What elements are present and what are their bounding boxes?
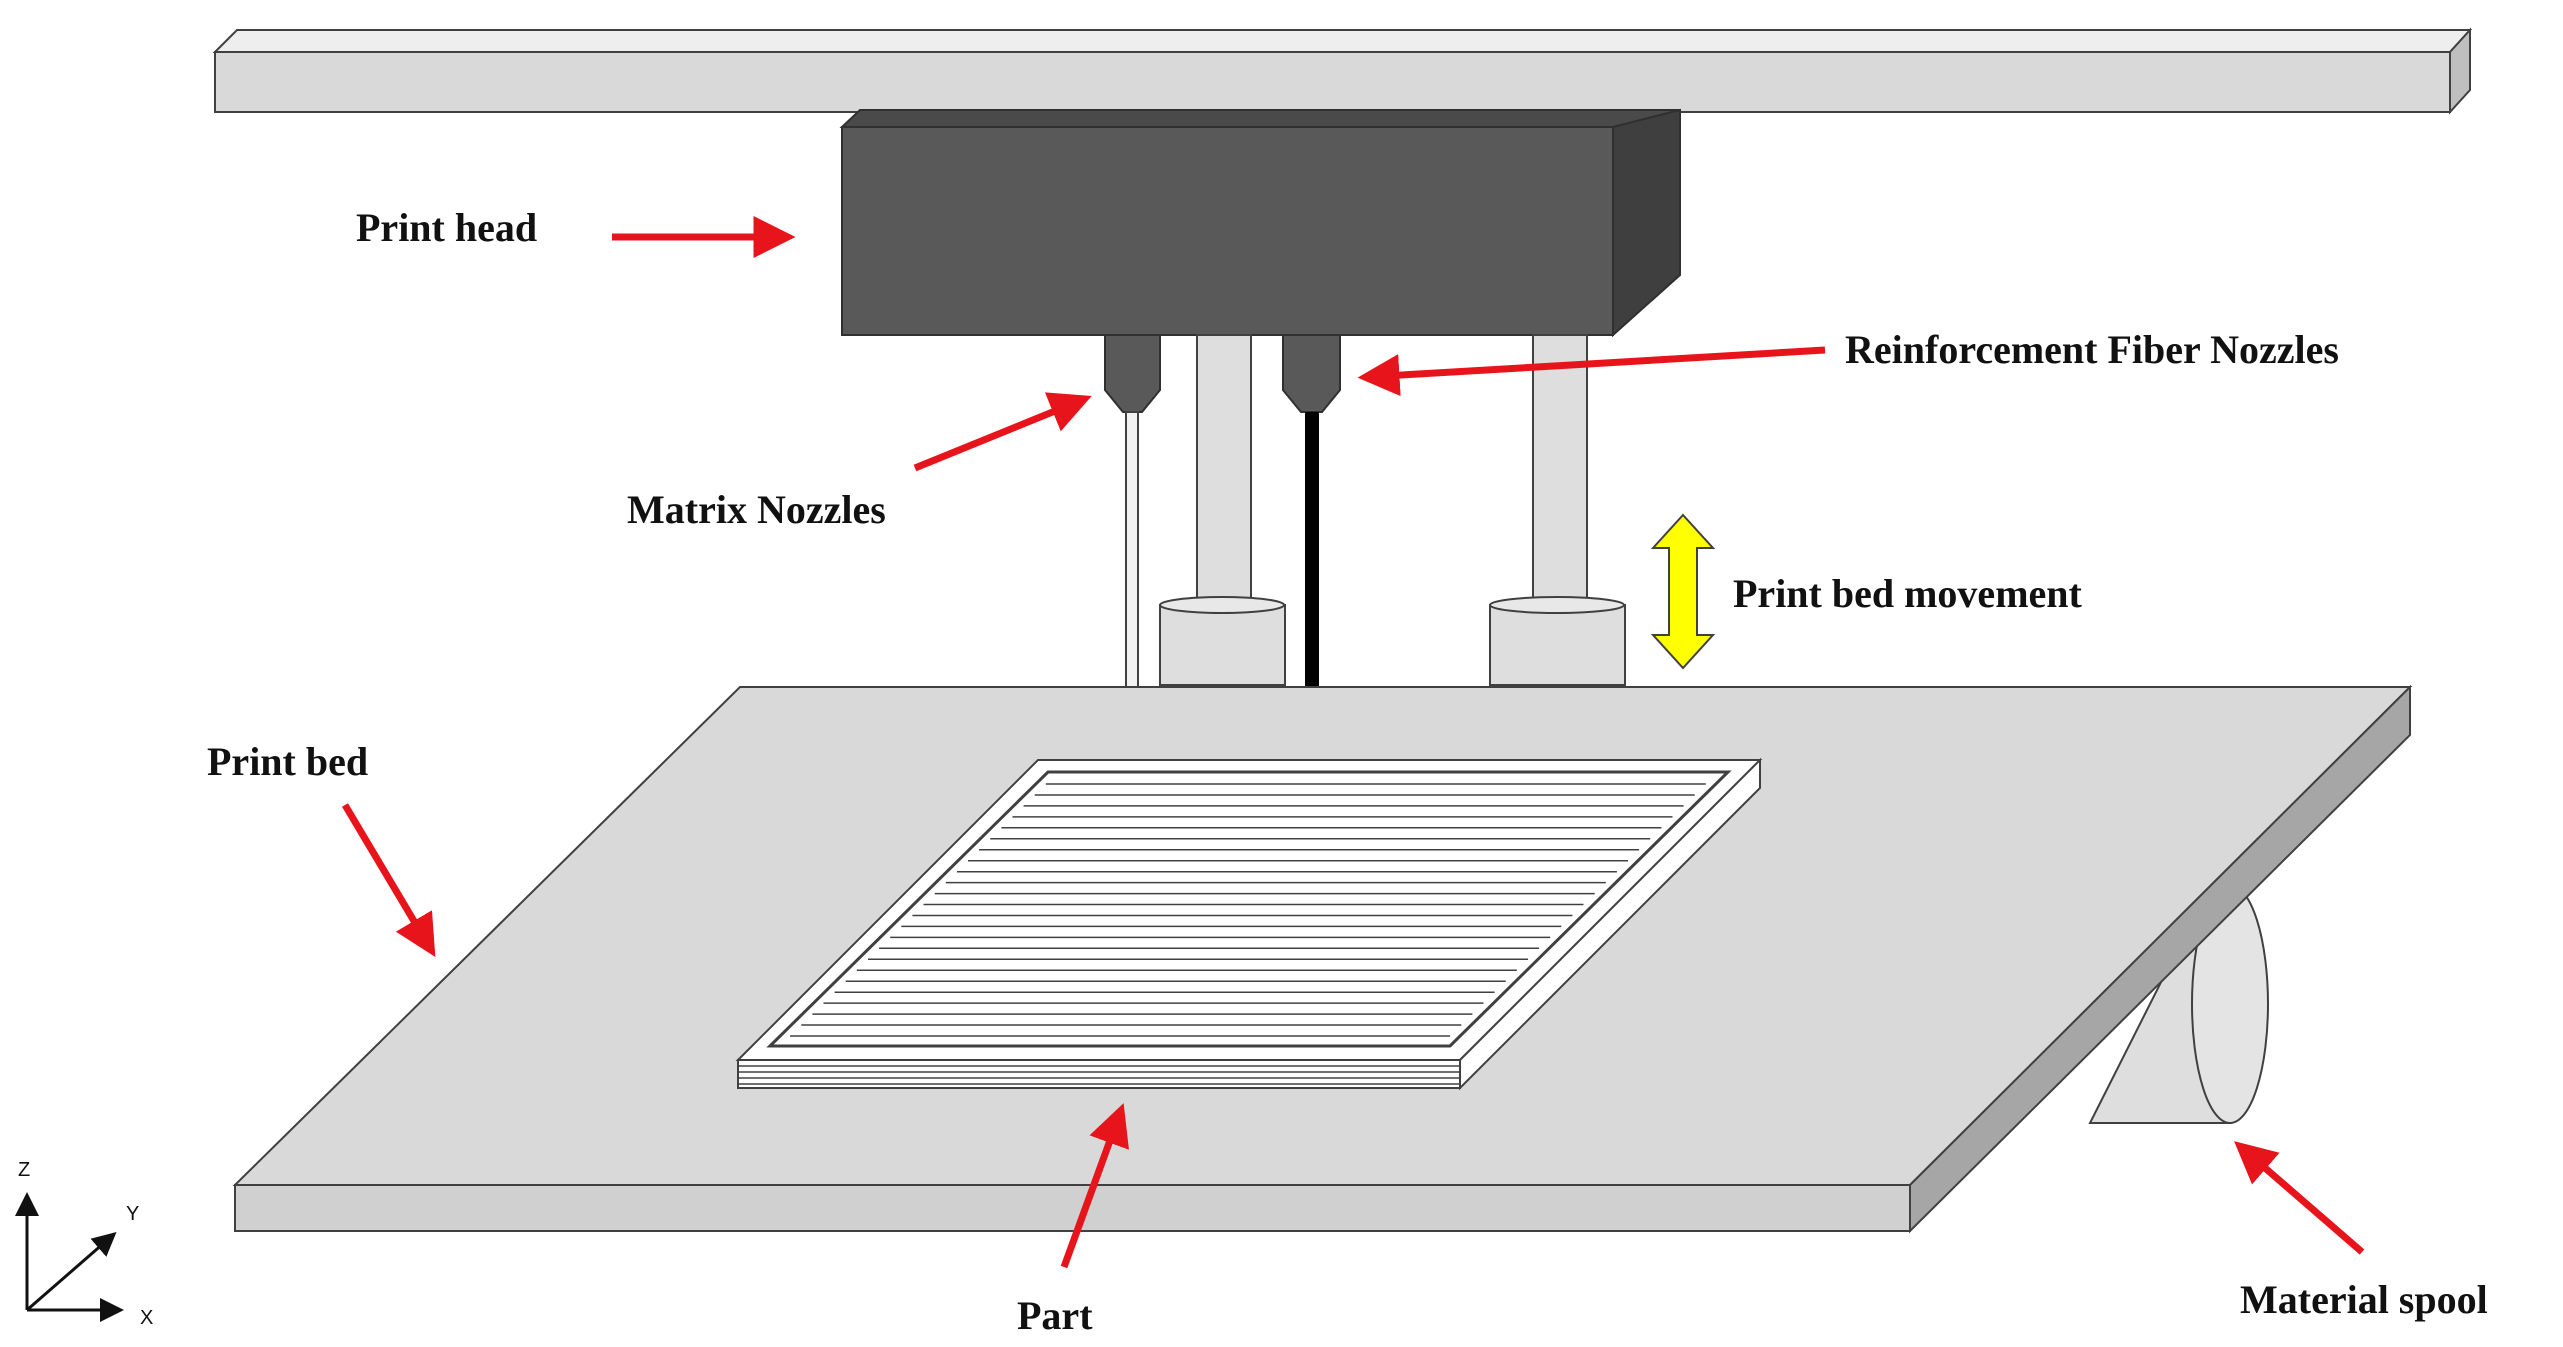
- gantry-rail: [212, 27, 2473, 115]
- print-head: [839, 108, 1681, 338]
- reinforcement-fiber-nozzle: [1282, 334, 1341, 746]
- matrix-nozzles-label: Matrix Nozzles: [627, 487, 886, 532]
- axis-triad: [14, 1192, 124, 1322]
- print-bed-movement-arrow: [1650, 513, 1716, 670]
- print-bed-callout-arrow: [341, 803, 436, 958]
- support-column-left: [1159, 334, 1286, 686]
- material-spool-callout-arrow: [2234, 1141, 2365, 1255]
- z-axis-label: Z: [18, 1159, 31, 1181]
- matrix-nozzle: [1104, 334, 1161, 747]
- printed-part: [735, 757, 1763, 1091]
- part-label: Part: [1017, 1293, 1093, 1338]
- part-callout-arrow: [1060, 1103, 1129, 1269]
- support-column-right: [1489, 334, 1626, 686]
- x-axis-label: X: [140, 1307, 154, 1329]
- callout-arrows: [341, 216, 2365, 1269]
- y-axis-label: Y: [126, 1203, 140, 1225]
- part-raster-lines: [790, 783, 1706, 1037]
- part-layer-lines: [738, 1065, 1460, 1085]
- reinforcement-nozzle-callout-arrow: [1357, 346, 1826, 397]
- print-bed-label: Print bed: [207, 739, 369, 784]
- material-spool-label: Material spool: [2240, 1277, 2488, 1322]
- y-axis-line: [26, 1232, 117, 1312]
- reinforcement-fiber-nozzles-label: Reinforcement Fiber Nozzles: [1845, 327, 2339, 372]
- print-bed-movement-label: Print bed movement: [1733, 571, 2082, 616]
- print-head-label: Print head: [356, 205, 538, 250]
- matrix-nozzle-callout-arrow: [913, 392, 1092, 472]
